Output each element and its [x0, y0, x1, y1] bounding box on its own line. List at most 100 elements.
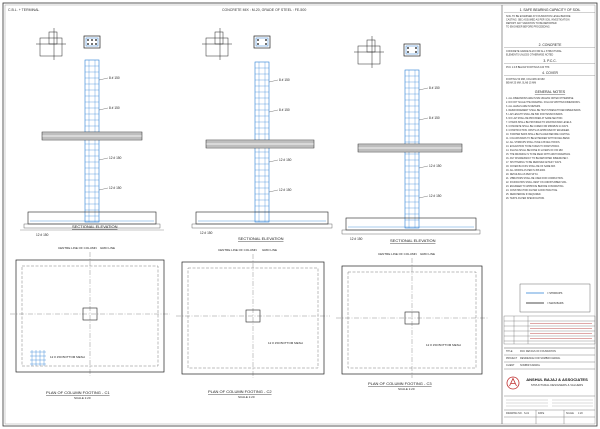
bar-label-2: 8 # 150	[109, 106, 120, 110]
heading-cover: 4. COVER	[542, 71, 558, 75]
plan-title-c2: PLAN OF COLUMN FOOTING - C2	[208, 389, 272, 394]
top-center-tag: CONCRETE MIX : M-20, GRADE OF STEEL : FE…	[222, 8, 306, 12]
general-note: 6. NO LAP SHALL BE PROVIDED AT SAME SECT…	[506, 117, 563, 120]
general-note: 9. CONSTRUCTION JOINTS AS APPROVED BY EN…	[506, 129, 570, 132]
elevation-title-c1: SECTIONAL ELEVATION	[72, 224, 118, 229]
plan-scale-c3: SCALE 1:20	[398, 387, 415, 391]
bottom-bar-label: 12 # 150	[36, 233, 49, 237]
column-section-c3	[403, 43, 421, 57]
elevation-title-c3: SECTIONAL ELEVATION	[390, 238, 436, 243]
key-plan-c2	[202, 28, 232, 60]
scale-label: SCALE	[566, 412, 574, 415]
concrete-line: CONCRETE GRADE M-20 FOR ALL STRUCTURAL	[506, 50, 563, 53]
general-note: 18. COVER BLOCKS SHALL BE OF SAME MIX.	[506, 165, 556, 168]
concrete-line: ELEMENTS UNLESS OTHERWISE NOTED	[506, 54, 554, 57]
date-label: DATE	[538, 412, 545, 415]
grid-label-a-c2: CENTRE LINE OF COLUMN	[218, 248, 257, 252]
footing-plan-c3: CENTRE LINE OF COLUMN GRID LINE 12 # 150…	[336, 252, 488, 378]
general-note: 13. EXCAVATION TO BE TAKEN TO FIRM STRAT…	[506, 145, 560, 148]
client-label: CLIENT	[506, 364, 515, 367]
project-value: RESIDENCE FOR SOMBIR KARWAL	[520, 357, 561, 360]
bar-label-1: 8 # 150	[279, 78, 290, 82]
bar-label-4: 12 # 150	[109, 186, 122, 190]
plan-title-c1: PLAN OF COLUMN FOOTING - C1	[46, 390, 110, 395]
legend-line-1: = STIRRUPS	[547, 291, 563, 295]
title-label: TITLE	[506, 350, 513, 353]
title-value: RCC DETAILS OF FOUNDATION	[520, 350, 556, 353]
notes-panel: 1. SAFE BEARING CAPACITY OF SOIL SOIL TO…	[501, 5, 596, 424]
general-note: 16. ANY DISCREPANCY TO BE REPORTED IMMED…	[506, 157, 569, 160]
general-note: 10. STARTER BARS SHALL BE PLACED BEFORE …	[506, 133, 571, 136]
general-note: 14. FILLING SHALL BE DONE IN LAYERS OF 1…	[506, 149, 564, 152]
firm-logo	[506, 376, 520, 390]
grid-label-a-c1: CENTRE LINE OF COLUMN	[58, 246, 97, 250]
revision-table	[503, 315, 596, 345]
general-note: 25. DEWATERING IF REQUIRED.	[506, 193, 542, 196]
bottom-bar-label: 12 # 150	[200, 231, 213, 235]
bar-label-3: 12 # 150	[109, 156, 122, 160]
general-note: 22. FOUNDATION SHALL REST ON UNDISTURBED…	[506, 181, 568, 184]
key-plan-c3	[354, 36, 384, 68]
bar-label-4: 12 # 150	[429, 194, 442, 198]
bar-label-3: 12 # 150	[429, 164, 442, 168]
general-note: 2. DO NOT SCALE THE DRAWING. FOLLOW WRIT…	[506, 101, 581, 104]
sbc-line: SOIL TO BE EXAMINED AT FOUNDATION LEVEL …	[506, 15, 571, 18]
drawing-no-value: S-01	[524, 412, 530, 415]
firm-contact-lines	[506, 399, 593, 407]
plan-scale-c1: SCALE 1:20	[74, 396, 91, 400]
grid-label-b-c3: GRID LINE	[420, 252, 435, 256]
sbc-line: CASTING. SBC ASSUMED AS PER SOIL INVESTI…	[506, 19, 570, 22]
general-note: 23. ENGINEER TO APPROVE BEFORE CONCRETIN…	[506, 185, 564, 188]
drawing-no-label: DRAWING NO.	[506, 412, 523, 415]
bottom-bar-label: 12 # 150	[350, 237, 363, 241]
bar-label-2: 8 # 150	[279, 108, 290, 112]
sbc-line: REPORT. ANY VARIATION TO BE REPORTED	[506, 22, 557, 25]
mat-label-c3: 12 # 150 BOTTOM MESH	[426, 343, 461, 347]
firm-name: ANSHUL BAJAJ & ASSOCIATES	[526, 377, 588, 382]
cover-line: BEAM 25 MM, SLAB 15 MM	[506, 82, 536, 85]
title-block: TITLE RCC DETAILS OF FOUNDATION PROJECT …	[504, 347, 595, 424]
heading-concrete: 2. CONCRETE	[539, 43, 563, 47]
plan-title-c3: PLAN OF COLUMN FOOTING - C3	[368, 381, 432, 386]
pcc-line: PCC 1:4:8 BELOW FOOTINGS 100 THK	[506, 66, 550, 69]
drawing-c1: 8 # 150 8 # 150 12 # 150 12 # 150 12 # 1…	[10, 28, 170, 400]
elevation-title-c2: SECTIONAL ELEVATION	[238, 236, 284, 241]
general-note: 11. COLUMN BARS TO BE EXTENDED WITH 90 D…	[506, 137, 570, 140]
footing-plan-c2: CENTRE LINE OF COLUMN GRID LINE 12 # 150…	[176, 248, 330, 378]
heading-sbc: 1. SAFE BEARING CAPACITY OF SOIL	[520, 8, 581, 12]
general-note: 19. ALL WORKS AS PER IS 456:2000.	[506, 169, 546, 172]
general-note: 1. ALL DIMENSIONS ARE IN MM UNLESS NOTED…	[506, 97, 574, 100]
top-left-tag: C.B.L. + TERMINAL	[8, 8, 39, 12]
general-note: 20. DETAILING AS PER SP 34.	[506, 173, 539, 176]
general-note: 4. REINFORCEMENT SHALL BE HIGH STRENGTH …	[506, 109, 581, 112]
general-note: 5. LAP LENGTH SHALL BE 50D FOR TENSION B…	[506, 113, 563, 116]
column-elevation-c1: 8 # 150 8 # 150 12 # 150 12 # 150 12 # 1…	[20, 59, 164, 237]
column-section-c2	[253, 35, 271, 49]
grid-label-b-c2: GRID LINE	[262, 248, 277, 252]
heading-pcc: 3. P.C.C.	[543, 59, 556, 63]
grid-label-a-c3: CENTRE LINE OF COLUMN	[378, 252, 417, 256]
general-note: 21. VIBRATORS SHALL BE USED FOR COMPACTI…	[506, 177, 564, 180]
general-note: 17. SHUTTERING TO BE REMOVED AFTER 7 DAY…	[506, 161, 562, 164]
client-value: SOMBIR KARWAL	[520, 364, 541, 367]
cover-line: FOOTING 50 MM, COLUMN 40 MM	[506, 78, 545, 81]
general-note: 3. ALL LEVELS ARE IN METERS.	[506, 105, 541, 108]
general-note: 8. CONCRETE SHALL BE CURED FOR MINIMUM 1…	[506, 125, 569, 128]
bar-label-4: 12 # 150	[279, 188, 292, 192]
column-section-c1	[83, 35, 101, 49]
legend-line-2: = MAIN BARS	[547, 301, 564, 305]
column-elevation-c2: 8 # 150 8 # 150 12 # 150 12 # 150 12 # 1…	[191, 61, 333, 235]
bar-label-2: 8 # 150	[429, 116, 440, 120]
bar-label-1: 8 # 150	[429, 86, 440, 90]
general-notes-list: 1. ALL DIMENSIONS ARE IN MM UNLESS NOTED…	[506, 97, 581, 200]
general-note: 26. TESTS AS PER SPECIFICATION.	[506, 197, 545, 200]
bar-label-1: 8 # 150	[109, 76, 120, 80]
grid-label-b-c1: GRID LINE	[100, 246, 115, 250]
column-elevation-c3: 8 # 150 8 # 150 12 # 150 12 # 150 12 # 1…	[341, 69, 481, 241]
footing-plan-c1: CENTRE LINE OF COLUMN GRID LINE 12 # 150…	[10, 246, 170, 376]
mat-label-c2: 12 # 150 BOTTOM MESH	[268, 341, 303, 345]
project-label: PROJECT	[506, 357, 518, 360]
key-plan-c1	[36, 28, 66, 60]
